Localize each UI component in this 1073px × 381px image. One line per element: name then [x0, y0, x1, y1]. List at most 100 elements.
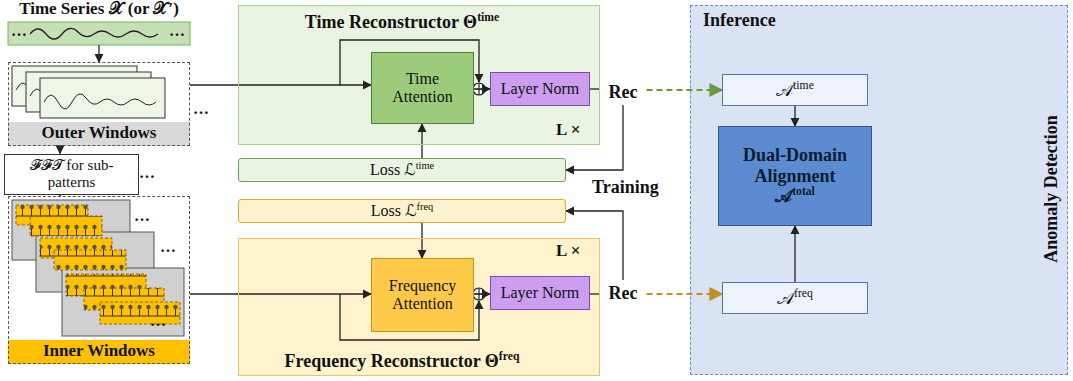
- node-label: Loss ℒtime: [366, 161, 438, 179]
- inference-panel: InferenceAnomaly Detection𝒜timeDual-Doma…: [690, 5, 1068, 375]
- text: 𝒜: [776, 80, 793, 100]
- text-line: Dual-Domain Alignment: [723, 145, 867, 186]
- superscript: freq: [499, 350, 520, 363]
- node-label: 𝒜time: [772, 80, 818, 101]
- superscript: time: [477, 11, 499, 24]
- inner-windows: Inner Windows: [8, 196, 190, 364]
- text-line: 𝒜total: [723, 186, 867, 207]
- layer-norm-box: Layer Norm: [490, 72, 590, 106]
- node-label: Time Reconstructor Θtime: [239, 12, 565, 33]
- node-label: Layer Norm: [497, 284, 584, 302]
- text: Dual-Domain Alignment: [743, 145, 847, 186]
- text: Frequency Attention: [389, 277, 457, 312]
- attention-box: Time Attention: [371, 52, 474, 124]
- connector: [590, 293, 600, 294]
- text-line: Layer Norm: [501, 80, 580, 98]
- text: Rec: [609, 82, 638, 102]
- text: Outer Windows: [42, 123, 157, 142]
- node-label: Time Series 𝒳 (or 𝒳′): [0, 0, 210, 19]
- superscript: freq: [794, 287, 813, 300]
- layer-norm-box: Layer Norm: [490, 276, 590, 310]
- ellipsis: …: [134, 207, 150, 225]
- superscript: time: [793, 79, 814, 92]
- text: Frequency Reconstructor Θ: [285, 351, 499, 371]
- text-line: Rec: [609, 283, 638, 304]
- time-series-band: Time Series 𝒳 (or 𝒳′): [8, 22, 190, 45]
- node-label: Rec: [605, 283, 642, 304]
- connector: [794, 106, 795, 126]
- rec-output: Rec: [600, 79, 647, 105]
- connector: [421, 223, 422, 258]
- node-label: Inference: [703, 10, 776, 31]
- layer-count: L ×: [556, 241, 580, 261]
- outer-windows: Outer Windows: [8, 62, 190, 146]
- connector: [590, 88, 600, 89]
- text-line: Loss ℒfreq: [371, 202, 433, 220]
- node-label: Loss ℒfreq: [367, 202, 437, 220]
- node-label: Inner Windows: [9, 341, 189, 361]
- text-line: Layer Norm: [501, 284, 580, 302]
- loss-box: Loss ℒfreq: [238, 199, 566, 223]
- text-line: Time Attention: [376, 70, 469, 107]
- text: Inference: [703, 10, 776, 30]
- connector: [421, 124, 422, 158]
- text-line: Inner Windows: [9, 341, 189, 361]
- ellipsis: …: [193, 100, 209, 118]
- text: Layer Norm: [501, 80, 580, 97]
- text-line: Frequency Reconstructor Θfreq: [239, 351, 565, 372]
- text: 𝒜: [777, 288, 794, 308]
- attention-box: Frequency Attention: [371, 258, 474, 332]
- text-line: 𝒜time: [776, 80, 814, 101]
- text: Loss ℒ: [370, 161, 416, 178]
- text-line: 𝒜freq: [777, 288, 813, 309]
- dashed-connector: [647, 293, 723, 295]
- text: Time Attention: [392, 70, 452, 105]
- text-line: 𝓕𝓕𝓣 for sub-patterns: [9, 157, 134, 192]
- superscript: freq: [417, 200, 434, 211]
- superscript: time: [416, 159, 434, 170]
- text-line: Time Reconstructor Θtime: [239, 12, 565, 33]
- text: 𝓕𝓕𝓣 for sub-patterns: [30, 157, 114, 190]
- phase-label: Training: [592, 177, 659, 198]
- vertical-title: Anomaly Detection: [1039, 6, 1063, 372]
- text: Rec: [609, 283, 638, 303]
- node-label: Frequency Reconstructor Θfreq: [239, 351, 565, 372]
- score-box: 𝒜freq: [722, 282, 868, 314]
- node-label: Rec: [605, 82, 642, 103]
- layer-count: L ×: [556, 120, 580, 140]
- frequency-reconstructor-panel: Frequency Reconstructor Θfreq Frequency A…: [238, 238, 600, 376]
- text-line: Rec: [609, 82, 638, 103]
- ellipsis: …: [150, 312, 166, 330]
- text: Time Reconstructor Θ: [305, 12, 477, 32]
- text-line: Loss ℒtime: [370, 161, 434, 179]
- node-label: Frequency Attention: [372, 277, 473, 314]
- text-line: Inference: [703, 10, 776, 31]
- connector: [98, 45, 99, 62]
- connector: [474, 88, 490, 89]
- node-label: 𝓕𝓕𝓣 for sub-patterns: [5, 157, 138, 192]
- ellipsis: …: [160, 238, 176, 256]
- ellipsis: …: [11, 22, 27, 40]
- connector: [190, 84, 371, 85]
- connector: [474, 293, 490, 294]
- connector: [794, 226, 795, 282]
- node-label: Outer Windows: [9, 123, 189, 143]
- ellipsis: …: [139, 164, 155, 182]
- alignment-box: Dual-Domain Alignment𝒜total: [718, 126, 872, 226]
- score-box: 𝒜time: [722, 74, 868, 106]
- connector: [190, 293, 371, 294]
- node-label: 𝒜freq: [773, 288, 817, 309]
- text: 𝒜: [775, 186, 792, 206]
- text: Time Series 𝒳 (or 𝒳′): [19, 0, 179, 18]
- text: Inner Windows: [43, 341, 155, 360]
- text: Layer Norm: [501, 284, 580, 301]
- text-line: Frequency Attention: [376, 277, 469, 314]
- fft-box: 𝓕𝓕𝓣 for sub-patterns: [4, 154, 139, 195]
- ellipsis: …: [169, 22, 185, 40]
- time-reconstructor-panel: Time Reconstructor ΘtimeTime Attention La…: [238, 5, 600, 145]
- loss-box: Loss ℒtime: [238, 158, 566, 182]
- connector: [59, 146, 60, 154]
- node-label: Time Attention: [372, 70, 473, 107]
- superscript: total: [792, 185, 815, 198]
- dashed-connector: [647, 89, 723, 91]
